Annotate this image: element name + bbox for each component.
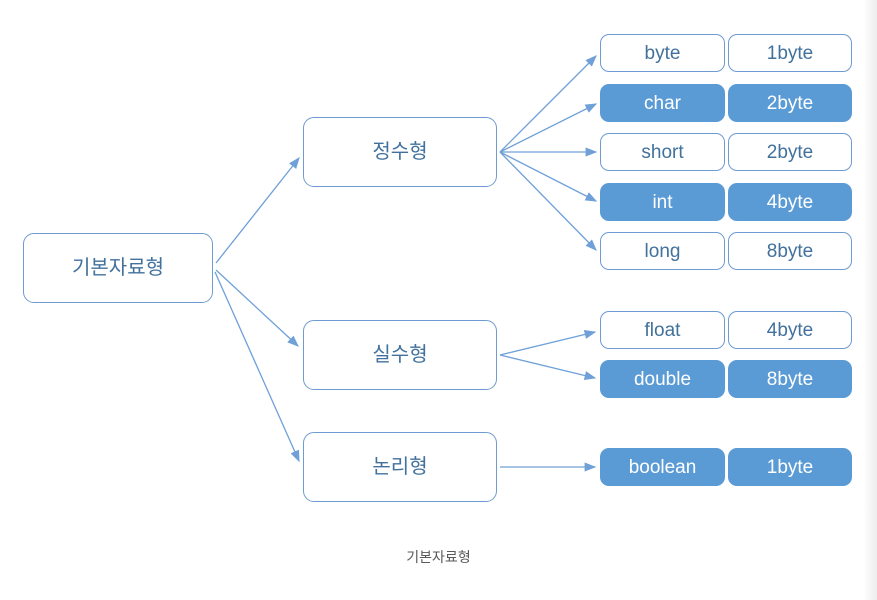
- leaf-name-char: char: [600, 84, 725, 122]
- arrow-real-to-double: [499, 354, 597, 380]
- leaf-size-long: 8byte: [728, 232, 852, 270]
- leaf-name-int: int: [600, 183, 725, 221]
- node-branch-logic: 논리형: [303, 432, 497, 502]
- leaf-name-short: short: [600, 133, 725, 171]
- leaf-name-byte: byte: [600, 34, 725, 72]
- arrow-integer-to-int: [499, 151, 598, 202]
- node-branch-integer: 정수형: [303, 117, 497, 187]
- leaf-name-float: float: [600, 311, 725, 349]
- arrow-integer-to-char: [499, 103, 598, 153]
- arrow-root-to-integer: [215, 156, 300, 264]
- leaf-name-double: double: [600, 360, 725, 398]
- node-root: 기본자료형: [23, 233, 213, 303]
- arrow-root-to-float: [215, 269, 299, 347]
- leaf-name-long: long: [600, 232, 725, 270]
- node-branch-real: 실수형: [303, 320, 497, 390]
- leaf-size-byte: 1byte: [728, 34, 852, 72]
- leaf-size-short: 2byte: [728, 133, 852, 171]
- leaf-name-boolean: boolean: [600, 448, 725, 486]
- leaf-size-boolean: 1byte: [728, 448, 852, 486]
- arrow-integer-to-long: [499, 151, 597, 251]
- arrow-integer-to-byte: [499, 55, 597, 153]
- leaf-size-char: 2byte: [728, 84, 852, 122]
- leaf-size-int: 4byte: [728, 183, 852, 221]
- leaf-size-float: 4byte: [728, 311, 852, 349]
- diagram-caption: 기본자료형: [406, 549, 471, 565]
- arrow-root-to-bool: [214, 271, 300, 463]
- arrow-real-to-float: [499, 330, 597, 356]
- leaf-size-double: 8byte: [728, 360, 852, 398]
